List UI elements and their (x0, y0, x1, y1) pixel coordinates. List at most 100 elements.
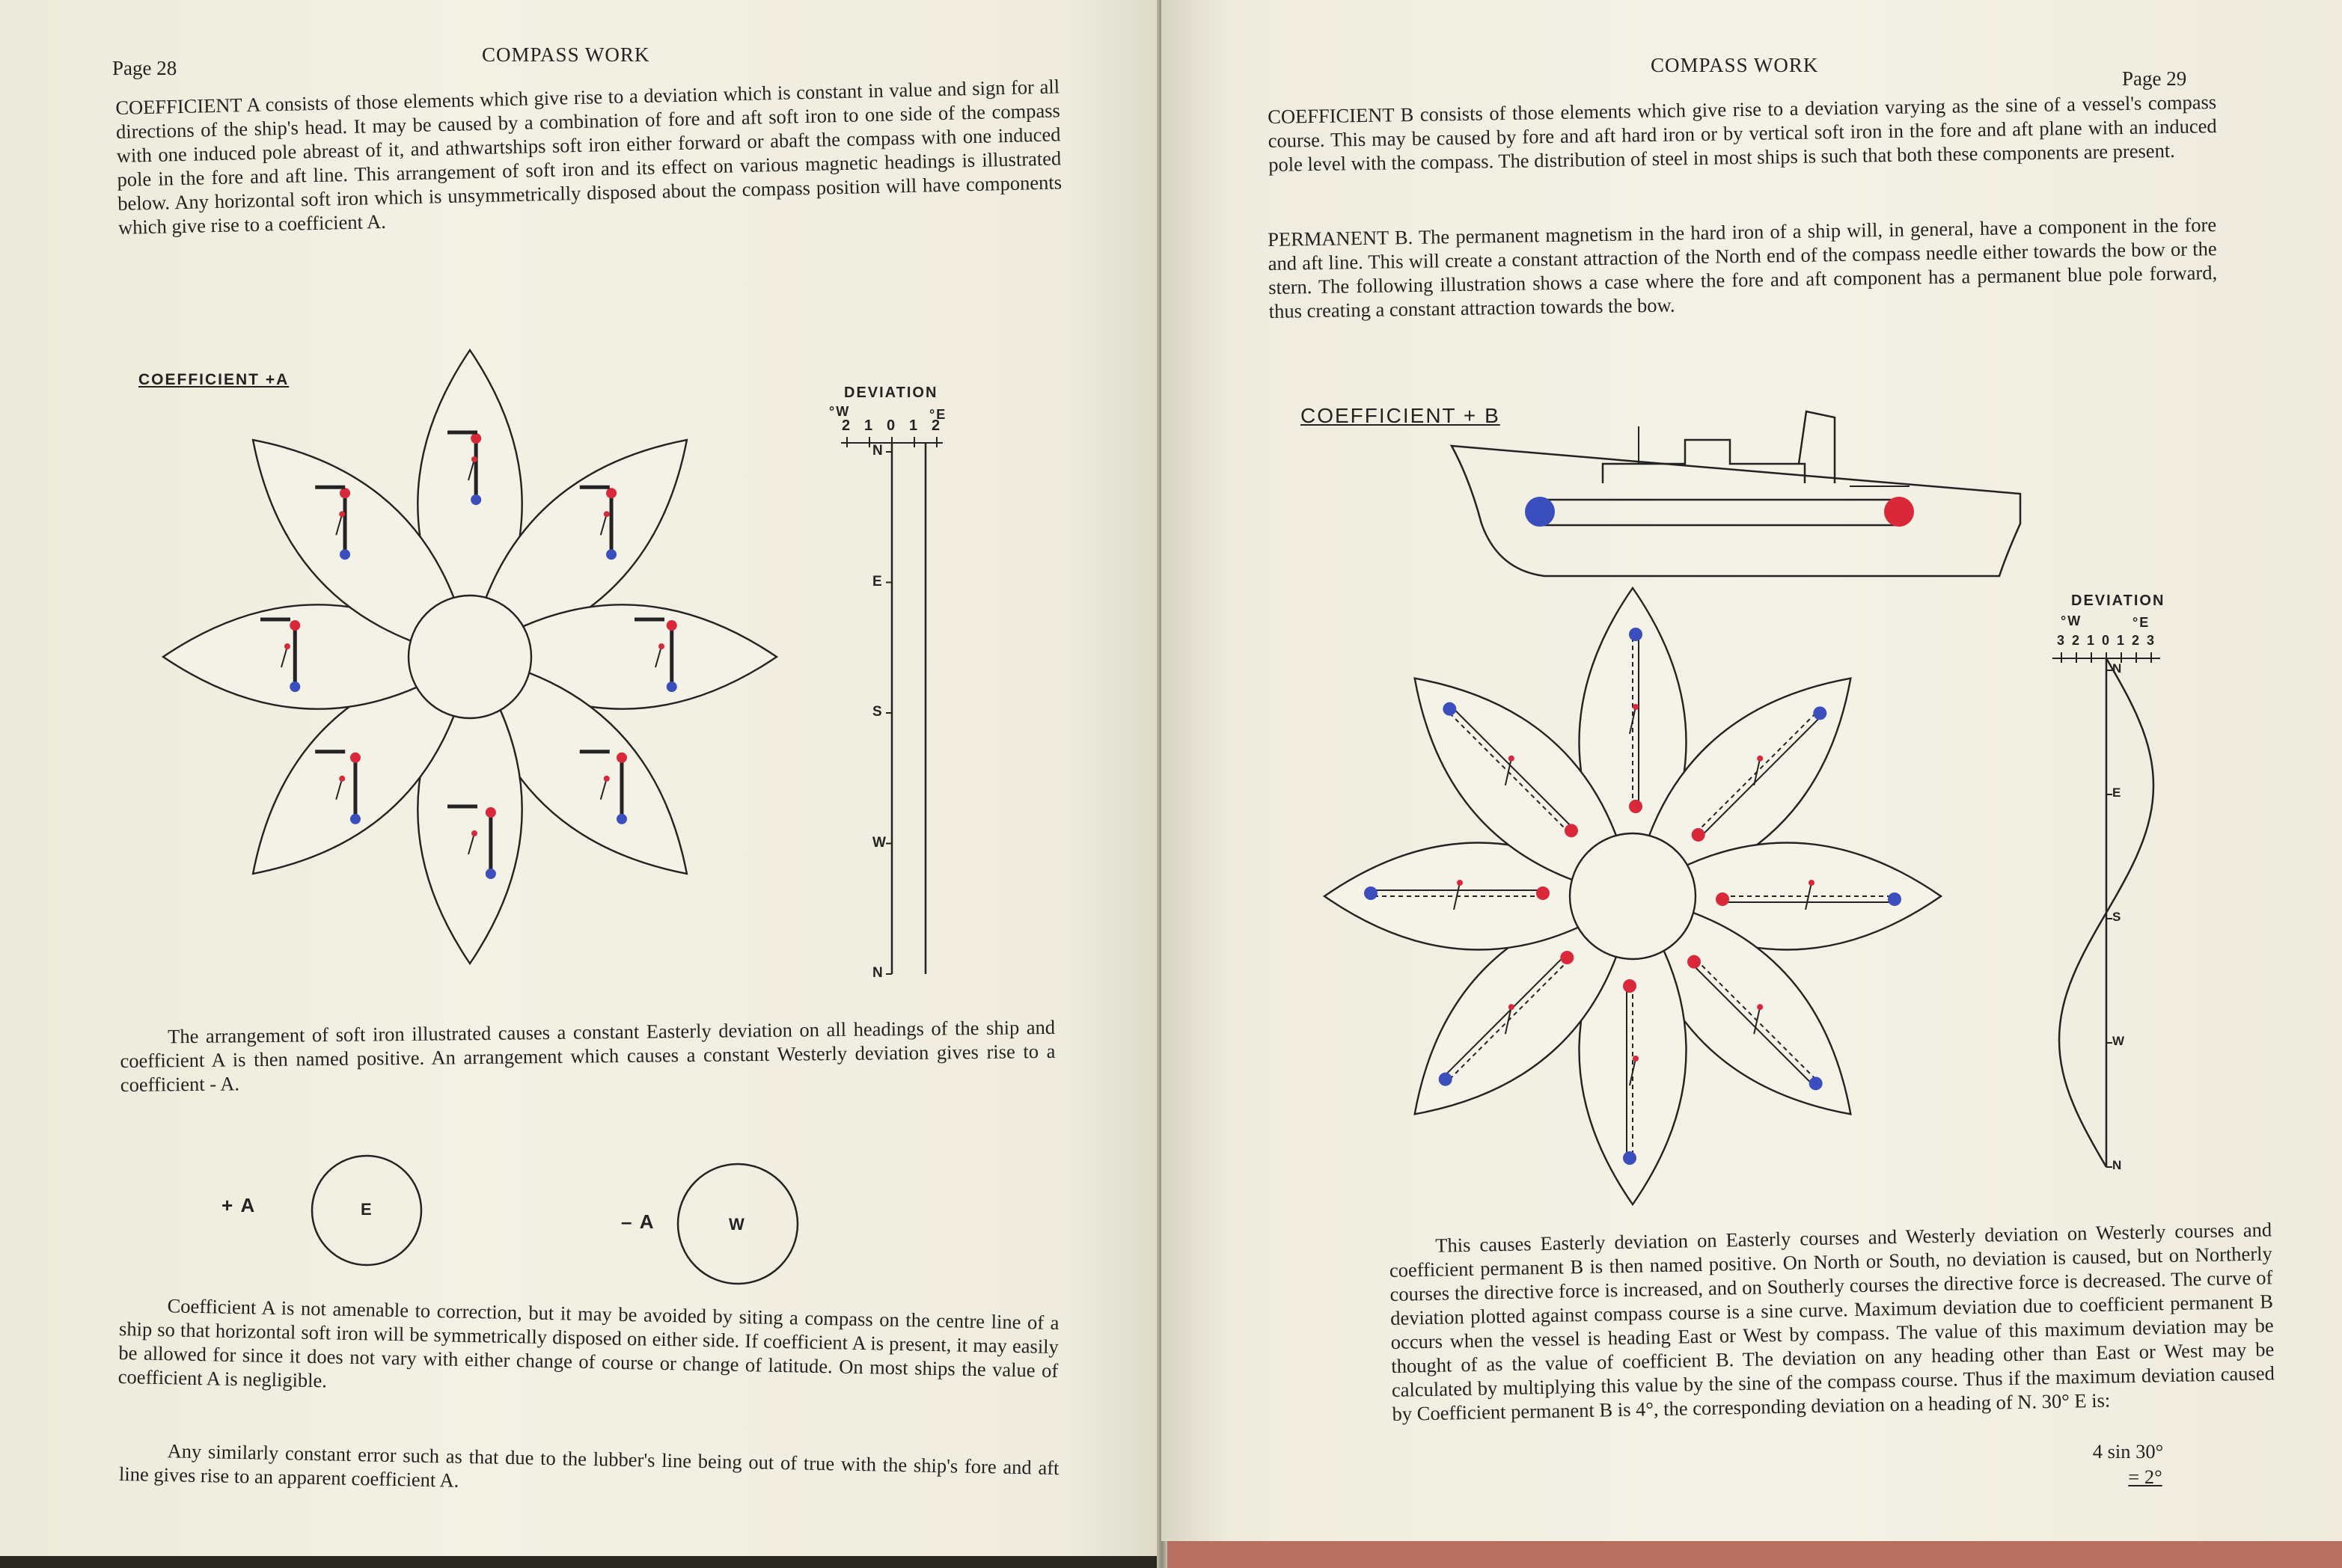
petal-diagram-a (161, 348, 779, 966)
blue-pole (349, 813, 361, 824)
coefficient-a-diagram (161, 348, 943, 1285)
plus-a-letter: E (361, 1200, 373, 1219)
heading-label: S (872, 704, 884, 720)
heading-label: W (2112, 1034, 2127, 1048)
deviation-e-right: °E (2132, 615, 2150, 630)
plus-a-circle (311, 1154, 423, 1267)
magnet-line (1699, 714, 1823, 838)
needle-tip (603, 775, 610, 782)
deviation-tick-label: 3 (2147, 633, 2156, 648)
superstructure (1601, 438, 1806, 483)
deviation-sine-curve (2058, 658, 2155, 1168)
blue-pole (1888, 892, 1901, 906)
needle (599, 513, 608, 536)
needle (335, 513, 343, 536)
page-header-right: COMPASS WORK (1651, 54, 1819, 76)
coefficient-b-para3: This causes Easterly deviation on Easter… (1389, 1217, 2275, 1426)
deviation-w-right: °W (2061, 613, 2082, 628)
coefficient-a-para3: Coefficient A is not amenable to correct… (117, 1294, 1060, 1392)
petal (522, 604, 779, 710)
centre-circle (1568, 832, 1697, 961)
coefficient-a-para2: The arrangement of soft iron illustrated… (120, 1015, 1056, 1096)
deviation-chart-b (2052, 652, 2160, 1168)
minus-a-label: – A (621, 1210, 655, 1233)
red-pole (290, 620, 301, 631)
coefficient-b-diagram (1322, 410, 2160, 1207)
red-pole (1560, 951, 1574, 965)
deviation-tick-label: 1 (2117, 633, 2127, 648)
needle (655, 646, 662, 668)
needle-tip (1757, 1004, 1764, 1011)
deviation-tick-label: 2 (932, 417, 942, 434)
funnel (1797, 410, 1836, 483)
blue-pole (606, 549, 617, 560)
needle-tip (1633, 704, 1639, 710)
needle (1629, 1058, 1636, 1086)
heading-label: N (872, 965, 884, 981)
needle-tip (658, 643, 664, 649)
formula-top: 4 sin 30° (2053, 1439, 2203, 1463)
blue-pole (1443, 702, 1457, 716)
needle (335, 778, 343, 800)
blue-pole (666, 682, 677, 692)
deviation-w-left: °W (829, 404, 851, 419)
needle-tip (1757, 755, 1764, 762)
figure-caption-coefficient-a: COEFFICIENT +A (138, 371, 290, 388)
heading-label: N (872, 443, 884, 459)
needle (468, 459, 475, 481)
needle-tip (471, 456, 477, 462)
needle-tip (284, 643, 290, 649)
figure-caption-coefficient-b: COEFFICIENT + B (1300, 404, 1500, 427)
blue-pole (1364, 886, 1378, 900)
blue-pole (290, 682, 301, 692)
needle (1753, 1006, 1761, 1035)
needle (1805, 882, 1812, 910)
magnet-line (1451, 706, 1574, 830)
needle (468, 833, 475, 855)
deviation-tick-label: 0 (2102, 633, 2112, 648)
petal (417, 708, 523, 966)
formula-result: = 2° (2128, 1466, 2162, 1488)
deviation-title-left: DEVIATION (844, 385, 938, 401)
blue-pole (340, 549, 351, 560)
minus-a-circle (676, 1163, 799, 1285)
blue-pole (1623, 1151, 1636, 1165)
deviation-title-right: DEVIATION (2071, 592, 2165, 609)
heading-label: E (2112, 785, 2123, 800)
red-pole (1691, 827, 1705, 842)
red-pole (1623, 979, 1636, 993)
formula-top-text: 4 sin 30° (2092, 1440, 2164, 1463)
needle-tip (339, 511, 346, 518)
red-pole (606, 488, 617, 499)
needle (281, 646, 288, 668)
needle-tip (1809, 880, 1814, 886)
needle (1504, 1006, 1512, 1035)
heading-label: N (2112, 1158, 2124, 1172)
needle (599, 778, 608, 800)
page-header-left: COMPASS WORK (482, 43, 650, 66)
red-pole (1716, 892, 1729, 906)
petal (161, 604, 418, 710)
minus-a-letter: W (729, 1215, 746, 1234)
right-page: COMPASS WORK Page 29 COEFFICIENT B consi… (1161, 0, 2342, 1541)
red-pole (666, 620, 677, 631)
needle (1753, 758, 1761, 786)
red-pole (1564, 824, 1578, 838)
heading-label: N (2112, 661, 2124, 676)
heading-label: W (872, 834, 887, 851)
left-page: Page 28 COMPASS WORK COEFFICIENT A consi… (0, 0, 1161, 1556)
needle-tip (603, 511, 610, 518)
needle-tip (471, 830, 477, 836)
needle (1504, 758, 1512, 786)
needle-tip (1457, 880, 1463, 886)
ship-blue-pole (1525, 497, 1555, 527)
magnet-line (1443, 955, 1566, 1078)
deviation-tick-label: 2 (2132, 633, 2141, 648)
blue-pole (1813, 706, 1827, 720)
petal (484, 671, 688, 875)
needle (1629, 706, 1636, 735)
deviation-e-left: °E (929, 407, 947, 422)
needle-tip (1633, 1056, 1639, 1062)
petal (484, 438, 688, 643)
blue-pole (616, 813, 627, 824)
